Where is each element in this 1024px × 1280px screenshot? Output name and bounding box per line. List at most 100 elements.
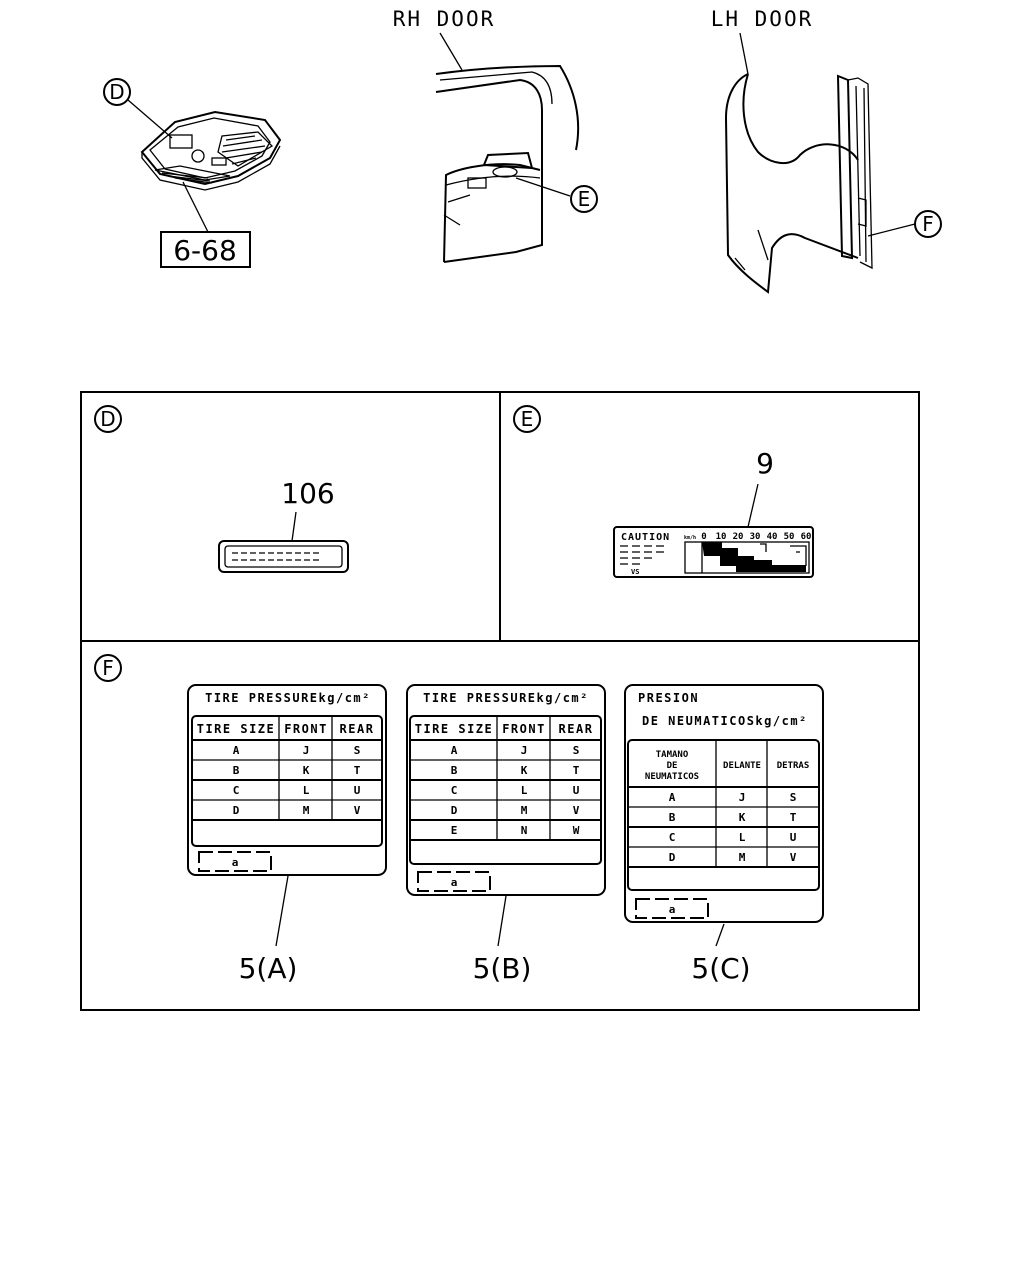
- panel-e-tag-circle: [513, 405, 541, 433]
- panel-e-tag: E: [521, 407, 534, 431]
- ref-box: [160, 231, 251, 268]
- caution-unit: km/h: [684, 535, 696, 541]
- caution-title: CAUTION: [621, 532, 670, 543]
- tire-c-r1c0: B: [669, 811, 676, 824]
- tire-a-r0c1: J: [303, 744, 310, 757]
- tire-b-r2c2: U: [573, 784, 580, 797]
- tire-c-r1c2: T: [790, 811, 797, 824]
- caution-scale-40: 40: [767, 532, 778, 542]
- tire-c-r0c2: S: [790, 791, 797, 804]
- tire-c-r2c0: C: [669, 831, 676, 844]
- tire-c-r3c0: D: [669, 851, 676, 864]
- tire-c-r1c1: K: [739, 811, 746, 824]
- tire-a-r2c2: U: [354, 784, 361, 797]
- tire-a-r0c0: A: [233, 744, 240, 757]
- tire-b-tag: a: [451, 876, 458, 889]
- tire-c-tag: a: [669, 903, 676, 916]
- callout-f-circle: [914, 210, 942, 238]
- caution-scale-0: 0: [701, 532, 706, 542]
- tire-b-r0c2: S: [573, 744, 580, 757]
- tire-c-h0-l2: DE: [667, 761, 678, 771]
- tire-b-r2c0: C: [451, 784, 458, 797]
- leader-6-68: [182, 181, 209, 233]
- caution-scale-20: 20: [733, 532, 744, 542]
- tire-a-r1c1: K: [303, 764, 310, 777]
- tire-a-tag: a: [232, 856, 239, 869]
- tire-a-h0: TIRE SIZE: [197, 722, 276, 736]
- tire-b-r1c0: B: [451, 764, 458, 777]
- caution-scale-50: 50: [784, 532, 795, 542]
- panel-d-tag-circle: [94, 405, 122, 433]
- panel-f-tag-circle: [94, 654, 122, 682]
- tire-label-c-title-1: PRESION: [638, 691, 699, 705]
- leader-5c: [715, 923, 725, 947]
- tire-c-h1: DELANTE: [723, 761, 761, 771]
- tire-b-r4c2: W: [573, 824, 580, 837]
- part-5a: 5(A): [239, 952, 298, 985]
- tire-b-r3c0: D: [451, 804, 458, 817]
- tire-b-r1c2: T: [573, 764, 580, 777]
- tire-b-h1: FRONT: [502, 722, 546, 736]
- tire-label-b-title: TIRE PRESSUREkg/cm²: [423, 691, 589, 705]
- ref-box-label: 6-68: [173, 234, 237, 267]
- tire-c-h0-l3: NEUMATICOS: [645, 772, 699, 782]
- leader-5a: [275, 875, 289, 947]
- callout-d-circle: [103, 78, 131, 106]
- tire-c-h0-l1: TAMANO: [656, 750, 689, 760]
- tire-a-r2c1: L: [303, 784, 310, 797]
- tire-label-c-title-2: DE NEUMATICOSkg/cm²: [642, 714, 808, 728]
- tire-b-r2c1: L: [521, 784, 528, 797]
- tire-a-r1c0: B: [233, 764, 240, 777]
- tire-c-r0c0: A: [669, 791, 676, 804]
- caution-scale-60: 60: [801, 532, 812, 542]
- tire-c-r2c1: L: [739, 831, 746, 844]
- tire-c-r3c2: V: [790, 851, 797, 864]
- leader-5b: [497, 895, 507, 947]
- tire-a-r1c2: T: [354, 764, 361, 777]
- caution-scale-30: 30: [750, 532, 761, 542]
- part-5c: 5(C): [691, 952, 750, 985]
- caution-vs: VS: [631, 568, 639, 576]
- tire-a-r3c1: M: [303, 804, 310, 817]
- tire-b-r0c0: A: [451, 744, 458, 757]
- callout-e-circle: [570, 185, 598, 213]
- caution-scale-10: 10: [716, 532, 727, 542]
- tire-b-r3c2: V: [573, 804, 580, 817]
- tire-label-a: TIRE PRESSUREkg/cm² TIRE SIZE FRONT REAR…: [187, 684, 387, 876]
- panel-f-tag: F: [102, 656, 114, 680]
- tire-b-h2: REAR: [559, 722, 594, 736]
- tire-c-r0c1: J: [739, 791, 746, 804]
- overhead-console-illustration: [140, 110, 282, 191]
- panel-d-part-number: 106: [281, 477, 334, 510]
- tire-label-b: TIRE PRESSUREkg/cm² TIRE SIZE FRONT REAR…: [406, 684, 606, 896]
- tire-c-r3c1: M: [739, 851, 746, 864]
- part-5b: 5(B): [473, 952, 532, 985]
- panel-d-lamp-lens: [218, 540, 349, 573]
- tire-a-h1: FRONT: [284, 722, 328, 736]
- callout-e: E: [578, 187, 591, 211]
- tire-label-c: PRESION DE NEUMATICOSkg/cm² TAMANO DE NE…: [624, 684, 824, 923]
- panel-e-part-number: 9: [756, 447, 774, 480]
- tire-a-r2c0: C: [233, 784, 240, 797]
- tire-b-r4c1: N: [521, 824, 528, 837]
- tire-b-h0: TIRE SIZE: [415, 722, 494, 736]
- tire-b-r4c0: E: [451, 824, 458, 837]
- tire-b-r0c1: J: [521, 744, 528, 757]
- callout-f: F: [922, 212, 934, 236]
- tire-c-h2: DETRAS: [777, 761, 810, 771]
- tire-a-r0c2: S: [354, 744, 361, 757]
- rh-door-title: RH DOOR: [393, 7, 496, 31]
- panel-d-leader: [291, 511, 297, 542]
- tire-a-r3c2: V: [354, 804, 361, 817]
- tire-b-r3c1: M: [521, 804, 528, 817]
- lh-door-illustration: [724, 32, 916, 294]
- callout-d: D: [109, 80, 124, 104]
- tire-label-a-title: TIRE PRESSUREkg/cm²: [205, 691, 371, 705]
- caution-label: CAUTION VS km/h 0 10 20 30 40 50 60: [613, 526, 814, 578]
- panel-e-leader: [747, 483, 759, 528]
- panel-d-tag: D: [100, 407, 115, 431]
- leader-d: [127, 99, 173, 139]
- tire-c-r2c2: U: [790, 831, 797, 844]
- tire-a-r3c0: D: [233, 804, 240, 817]
